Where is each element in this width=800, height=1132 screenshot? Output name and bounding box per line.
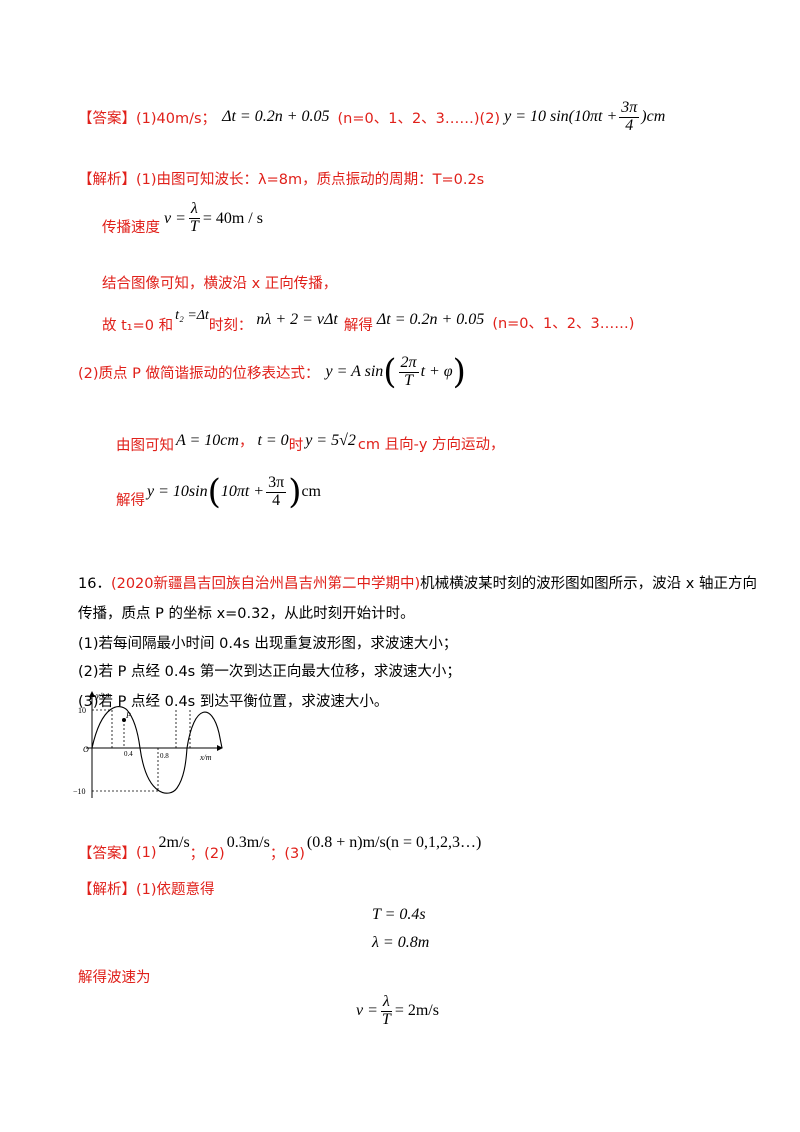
answer-label: 【答案】 xyxy=(78,110,136,127)
question-16-line-2: 传播，质点 P 的坐标 x=0.32，从此时刻开始计时。 xyxy=(78,606,415,622)
tick-10: 10 xyxy=(78,706,86,715)
solve-left: y = 10sin xyxy=(147,483,208,500)
time-line-n: (n=0、1、2、3……) xyxy=(492,316,635,332)
question-number: 16． xyxy=(78,576,111,592)
answer-line-2: 【答案】 (1) 2m/s ；(2) 0.3m/s ；(3) (0.8 + n)… xyxy=(78,828,481,863)
answer2-part1: (1) xyxy=(136,844,157,861)
figure-t0: t = 0 xyxy=(257,431,289,449)
answer-y-num: 3π xyxy=(619,99,640,118)
solution-text-1: (1)由图可知波长：λ=8m，质点振动的周期：T=0.2s xyxy=(136,172,485,188)
solution-line-1: 【解析】(1)由图可知波长：λ=8m，质点振动的周期：T=0.2s xyxy=(78,168,484,189)
time-line-b: 时刻： xyxy=(208,318,253,334)
origin-label: O xyxy=(83,745,89,754)
displacement-right: t + φ xyxy=(420,363,453,380)
answer2-value-1: 2m/s xyxy=(158,833,190,851)
time-line-eq: nλ + 2 = vΔt xyxy=(256,310,338,328)
question-16-line-1: 16．(2020新疆昌吉回族自治州昌吉州第二中学期中)机械横波某时刻的波形图如图… xyxy=(78,572,757,593)
solve-den: 4 xyxy=(272,491,281,509)
y-axis-label: y/cm xyxy=(95,691,111,700)
speed-den: T xyxy=(189,218,199,235)
answer2-part2: ；(2) xyxy=(189,846,225,862)
displacement-den: T xyxy=(404,371,413,389)
question-16-part-2: (2)若 P 点经 0.4s 第一次到达正向最大位移，求波速大小； xyxy=(78,664,461,680)
figure-line: 由图可知 A = 10cm ， t = 0 时 y = 5√2 cm 且向-y … xyxy=(116,426,505,455)
final-speed-left: v = xyxy=(356,1002,378,1020)
final-speed-den: T xyxy=(381,1010,391,1028)
wave-graph: y/cm x/m 10 −10 O 0.4 0.8 P xyxy=(73,691,223,798)
speed-left: v = xyxy=(164,209,186,227)
displacement-num: 2π xyxy=(398,353,419,373)
answer-line-1: 【答案】 (1)40m/s； Δt = 0.2n + 0.05 (n=0、1、2… xyxy=(78,99,666,135)
figure-comma: ， xyxy=(238,434,254,450)
equation-wavelength: λ = 0.8m xyxy=(372,934,430,951)
time-line-dt: Δt = 0.2n + 0.05 xyxy=(376,310,485,328)
answer-y-den: 4 xyxy=(625,116,634,134)
answer-part1: (1)40m/s； xyxy=(136,110,217,127)
tick-08: 0.8 xyxy=(160,752,169,760)
figure-A: A = 10cm xyxy=(176,431,239,449)
point-p-label: P xyxy=(125,711,131,720)
figure-text: 由图可知 xyxy=(116,438,174,454)
answer-y-left: y = 10 sin(10πt + xyxy=(504,107,618,125)
figure-shi: 时 xyxy=(288,438,304,454)
time-line-t2: t₂ =Δt xyxy=(175,307,209,323)
displacement-text: (2)质点 P 做简谐振动的位移表达式： xyxy=(78,365,320,382)
answer2-part3: ；(3) xyxy=(269,846,305,862)
speed-num: λ xyxy=(188,200,200,219)
solve-label: 解得 xyxy=(116,492,145,509)
point-p xyxy=(122,718,126,722)
figure-y: y = 5√2 xyxy=(305,431,356,449)
speed-label: 传播速度 xyxy=(102,220,160,236)
combine-line: 结合图像可知，横波沿 x 正向传播， xyxy=(102,276,338,292)
equation-period: T = 0.4s xyxy=(372,906,426,923)
solution2-text: (1)依题意得 xyxy=(136,882,215,898)
time-line: 故 t₁=0 和 t₂ =Δt 时刻： nλ + 2 = vΔt 解得 Δt =… xyxy=(102,304,634,335)
time-line-a: 故 t₁=0 和 xyxy=(102,318,174,334)
tick-neg10: −10 xyxy=(73,787,86,796)
figure-tail: cm 且向-y 方向运动， xyxy=(357,437,505,453)
final-speed-num: λ xyxy=(380,993,392,1012)
answer2-label: 【答案】 xyxy=(78,846,136,862)
answer2-value-3: (0.8 + n)m/s(n = 0,1,2,3…) xyxy=(306,833,482,851)
displacement-left: y = A sin xyxy=(325,363,384,380)
answer2-value-2: 0.3m/s xyxy=(226,833,270,851)
final-speed-right: = 2m/s xyxy=(394,1002,439,1020)
wave-curve xyxy=(91,706,223,794)
solve-mid: 10πt + xyxy=(220,483,265,500)
solve-right: cm xyxy=(301,483,321,500)
answer-y-right: )cm xyxy=(641,107,666,125)
tick-04: 0.4 xyxy=(124,750,133,758)
x-axis-label: x/m xyxy=(199,753,212,762)
speed-text-2: 解得波速为 xyxy=(78,970,151,986)
time-line-c: 解得 xyxy=(343,318,373,334)
solve-num: 3π xyxy=(266,473,287,493)
solution2-label: 【解析】 xyxy=(78,882,136,898)
speed-right: = 40m / s xyxy=(202,209,263,227)
question-16-part-3: (3)若 P 点经 0.4s 到达平衡位置，求波速大小。 xyxy=(78,694,389,710)
answer-dt-formula: Δt = 0.2n + 0.05 xyxy=(222,108,330,126)
question-source: (2020新疆昌吉回族自治州昌吉州第二中学期中) xyxy=(110,576,421,592)
question-16-part-1: (1)若每间隔最小时间 0.4s 出现重复波形图，求波速大小； xyxy=(78,636,458,652)
question-text-1: 机械横波某时刻的波形图如图所示，波沿 x 轴正方向 xyxy=(420,576,757,592)
solution-label: 【解析】 xyxy=(78,172,136,188)
answer-n-range: (n=0、1、2、3……)(2) xyxy=(337,110,501,127)
solution2-line: 【解析】(1)依题意得 xyxy=(78,878,215,899)
